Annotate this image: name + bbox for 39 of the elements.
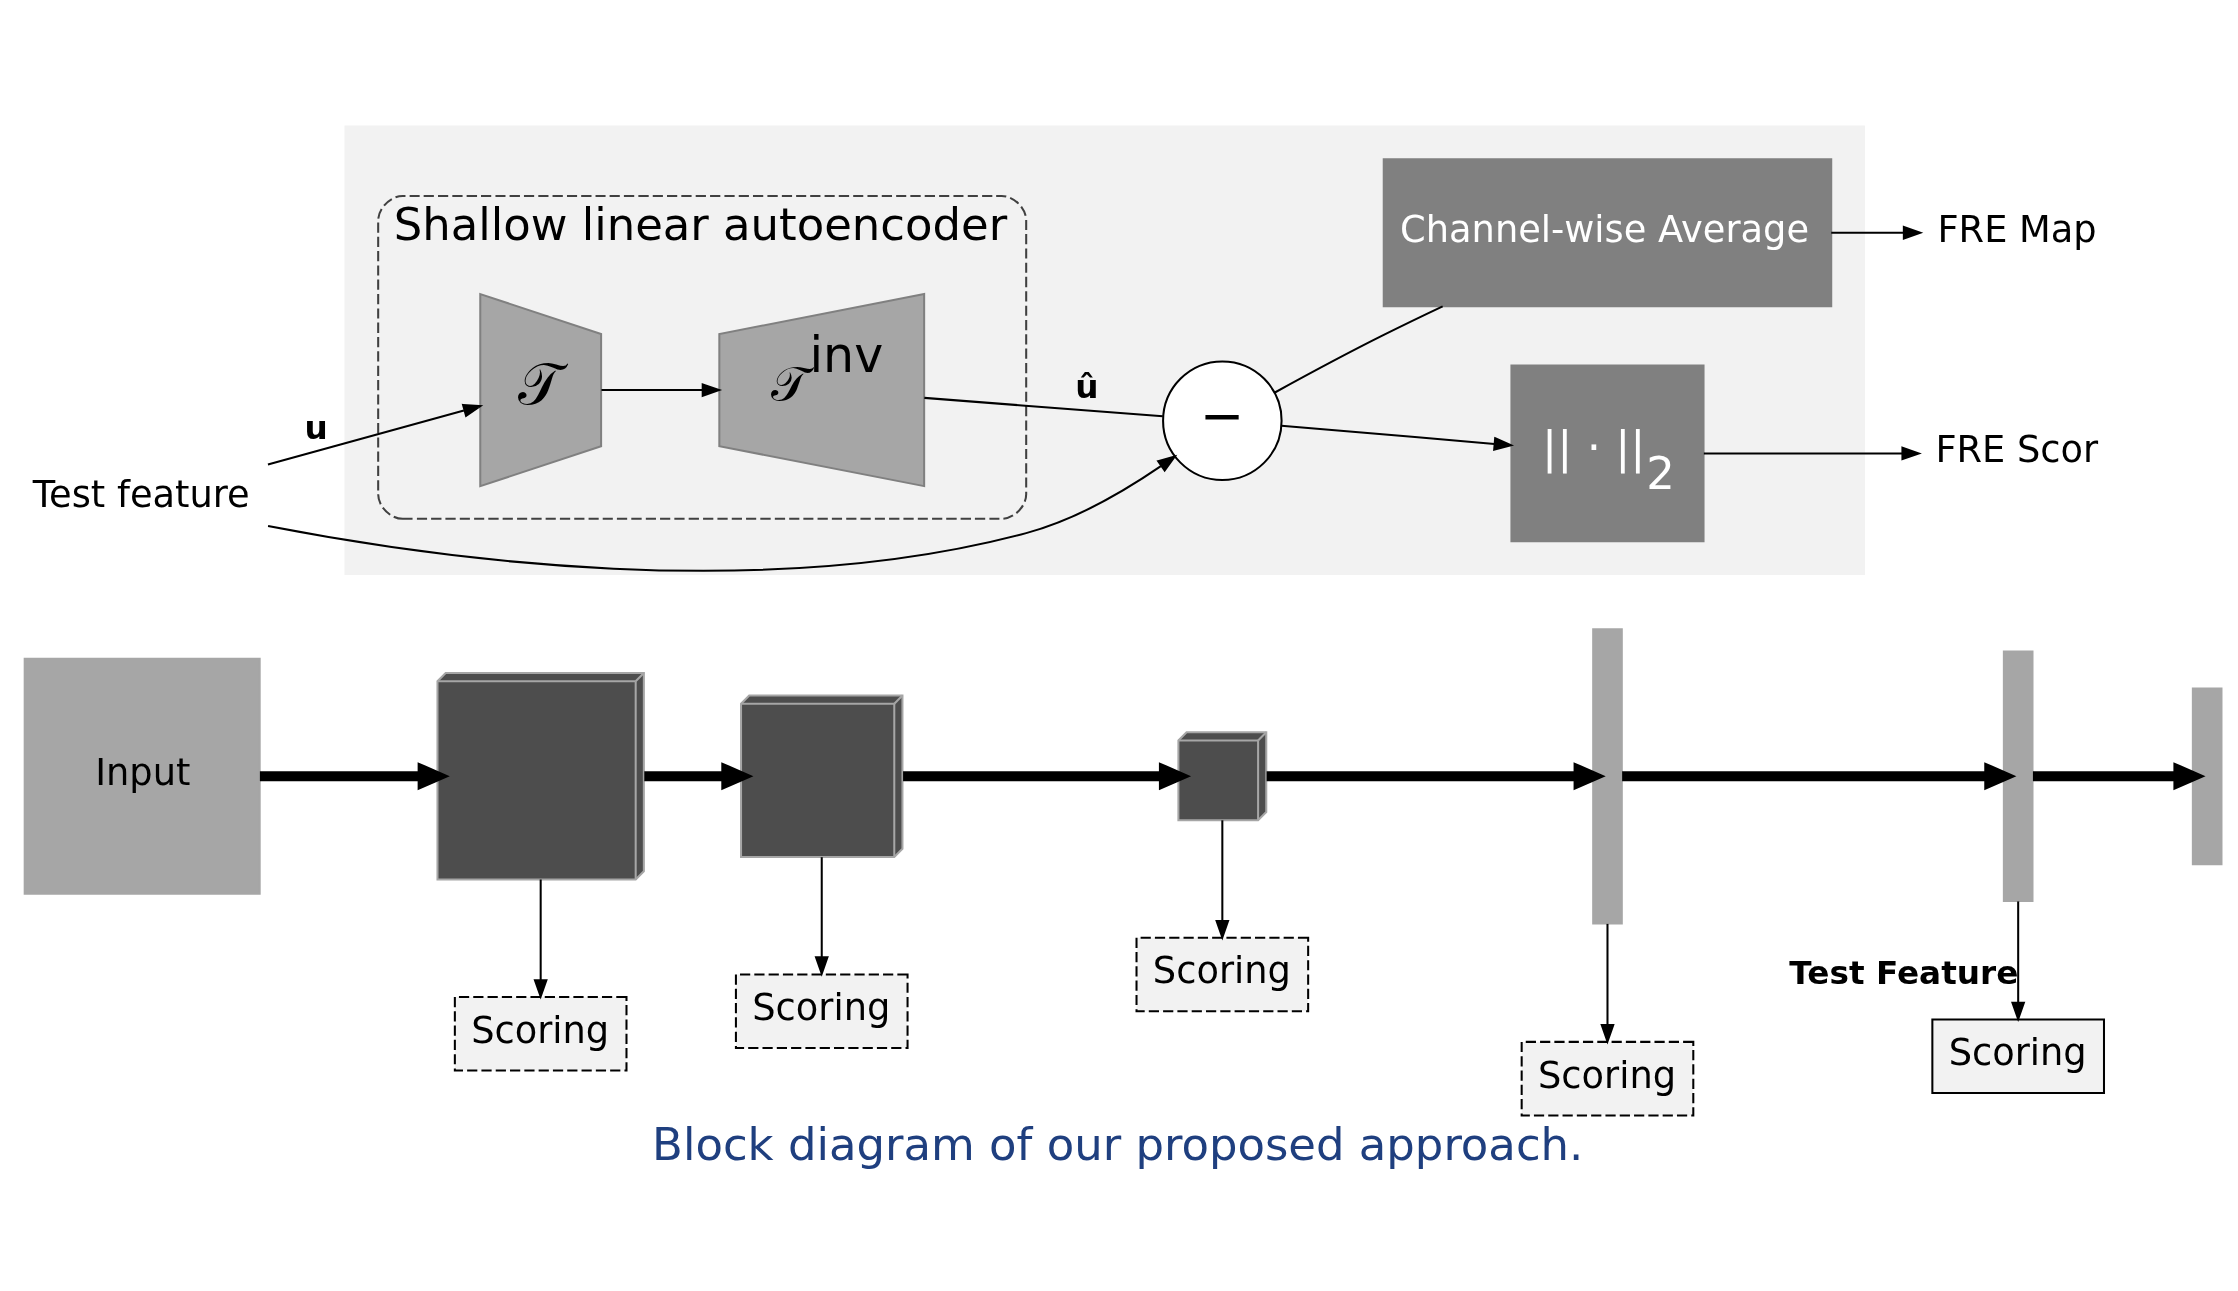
arrow xyxy=(1831,225,1924,240)
arrow xyxy=(814,857,829,977)
connector xyxy=(924,396,1163,418)
arrow xyxy=(267,403,484,466)
node-text: FRE Scor xyxy=(1935,428,2099,472)
cluster xyxy=(344,125,1865,575)
node-box: Channel-wise Average xyxy=(1382,158,1833,308)
arrow xyxy=(601,382,723,398)
node-box: 𝒯 xyxy=(479,292,603,488)
arrow xyxy=(259,762,450,791)
arrow xyxy=(2011,901,2026,1023)
edge-label: û xyxy=(1075,367,1099,406)
caption: Block diagram of our proposed approach. xyxy=(652,1117,1584,1171)
arrow xyxy=(1622,762,2017,791)
arrow xyxy=(1703,446,1922,461)
node-box: Scoring xyxy=(1135,936,1310,1013)
connector xyxy=(1274,305,1444,394)
arrow xyxy=(2032,762,2206,791)
arrow xyxy=(903,762,1192,791)
node-text: Test feature xyxy=(32,473,250,517)
node-bar xyxy=(2191,687,2223,866)
node-box: Input xyxy=(23,657,261,895)
node-box: Scoring xyxy=(1931,1018,2105,1094)
arrow xyxy=(644,762,754,791)
node-circle: − xyxy=(1162,360,1283,481)
arrow xyxy=(1215,820,1230,941)
edge-label: Test Feature xyxy=(1789,953,2019,992)
arrow xyxy=(267,454,1178,572)
node-bar xyxy=(1592,628,1623,925)
edge-label: u xyxy=(304,408,328,447)
arrow xyxy=(1266,762,1606,791)
node-bar xyxy=(2002,650,2034,902)
node-text: FRE Map xyxy=(1937,207,2097,251)
node-box: Scoring xyxy=(453,995,628,1072)
arrow xyxy=(533,879,548,1000)
arrow xyxy=(1281,424,1515,451)
arrow xyxy=(1600,923,1615,1045)
node-box: Scoring xyxy=(734,973,909,1050)
node-box: Scoring xyxy=(1520,1040,1695,1117)
